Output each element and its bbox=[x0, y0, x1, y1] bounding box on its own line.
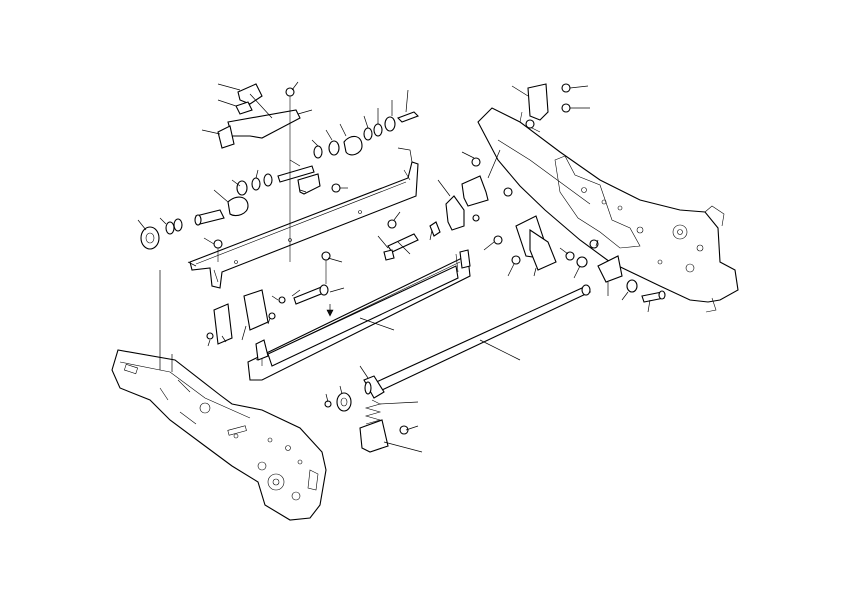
left-side-frame bbox=[111, 349, 327, 521]
upper-shaft-bracket bbox=[189, 161, 419, 289]
lower-guide-frame bbox=[247, 249, 471, 381]
centre-parts bbox=[206, 83, 666, 453]
leader-lines bbox=[137, 81, 651, 453]
long-shaft bbox=[363, 284, 592, 399]
right-side-frame bbox=[477, 107, 739, 313]
upper-parts bbox=[140, 83, 419, 262]
